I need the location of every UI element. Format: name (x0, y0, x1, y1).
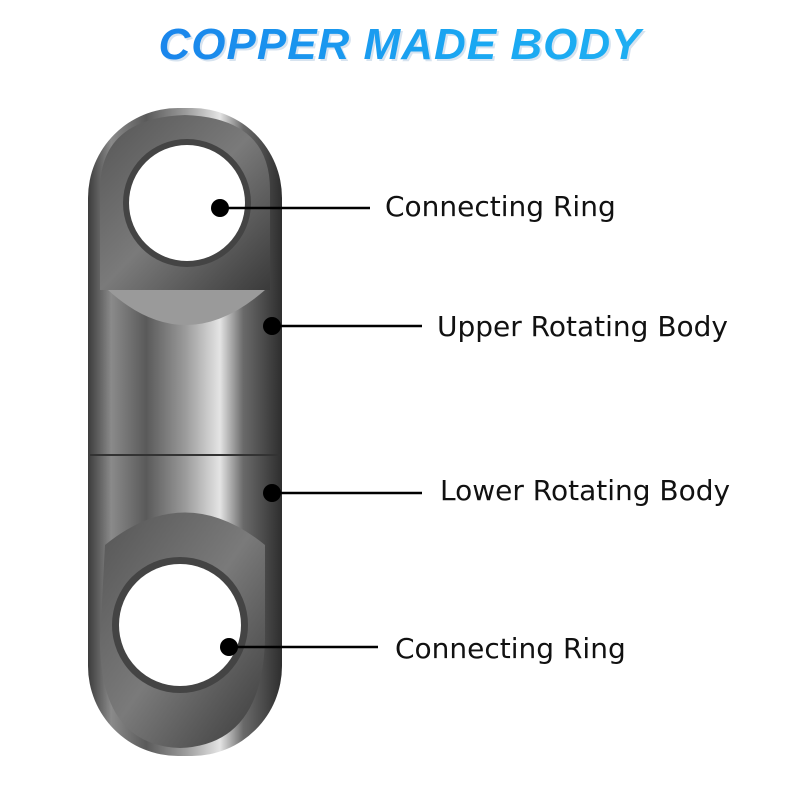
swivel-body (88, 108, 282, 756)
label-connecting-ring-top: Connecting Ring (385, 190, 616, 223)
callout-lines (211, 199, 422, 656)
title: COPPER MADE BODY (0, 20, 800, 70)
label-lower-rotating-body: Lower Rotating Body (440, 474, 731, 507)
label-connecting-ring-bottom: Connecting Ring (395, 632, 626, 665)
label-upper-rotating-body: Upper Rotating Body (437, 310, 729, 343)
